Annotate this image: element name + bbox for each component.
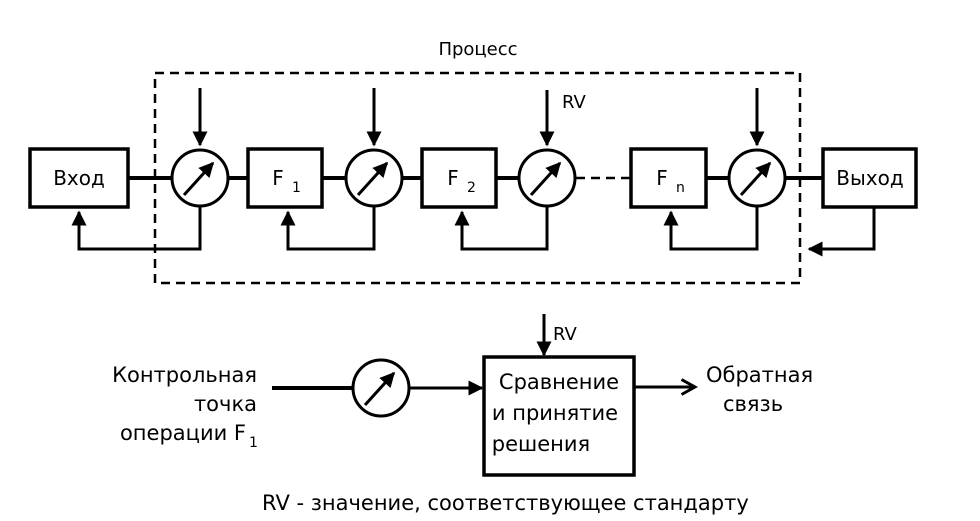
stage-sub-fn: n <box>676 180 685 196</box>
decision-line2: и принятие <box>492 401 618 425</box>
control-point-sub: 1 <box>249 435 258 451</box>
gauge-icon <box>727 148 787 208</box>
stage-box-fn <box>629 147 708 209</box>
feedback-line1: Обратная <box>706 363 813 387</box>
process-title: Процесс <box>438 39 517 60</box>
decision-box <box>482 355 636 477</box>
rv-label-bottom: RV <box>553 324 578 345</box>
stage-label-f1: F <box>272 166 284 190</box>
stage-box-f1 <box>246 147 324 209</box>
control-point-line1: Контрольная <box>112 363 257 387</box>
stage-label-f2: F <box>447 166 459 190</box>
input-label: Вход <box>53 166 105 190</box>
gauge-icon <box>344 148 404 208</box>
control-point-line3: операции F <box>120 421 246 445</box>
stage-sub-f1: 1 <box>292 180 301 196</box>
reference-arrows <box>192 88 765 147</box>
decision-line1: Сравнение <box>499 370 619 394</box>
rv-label-top: RV <box>562 92 587 113</box>
input-box <box>28 147 130 209</box>
stage-sub-f2: 2 <box>467 180 476 196</box>
decision-line3: решения <box>492 432 590 456</box>
gauge-icon <box>351 358 411 418</box>
gauge-icon <box>517 148 577 208</box>
feedback-line2: связь <box>723 392 783 416</box>
control-point-line2: точка <box>194 392 257 416</box>
output-box <box>821 147 918 209</box>
feedback-loops <box>71 206 876 257</box>
stage-box-f2 <box>420 147 498 209</box>
gauge-icon <box>170 148 230 208</box>
stage-label-fn: F <box>656 166 668 190</box>
footnote: RV - значение, соответствующее стандарту <box>262 491 749 515</box>
output-label: Выход <box>836 166 903 190</box>
